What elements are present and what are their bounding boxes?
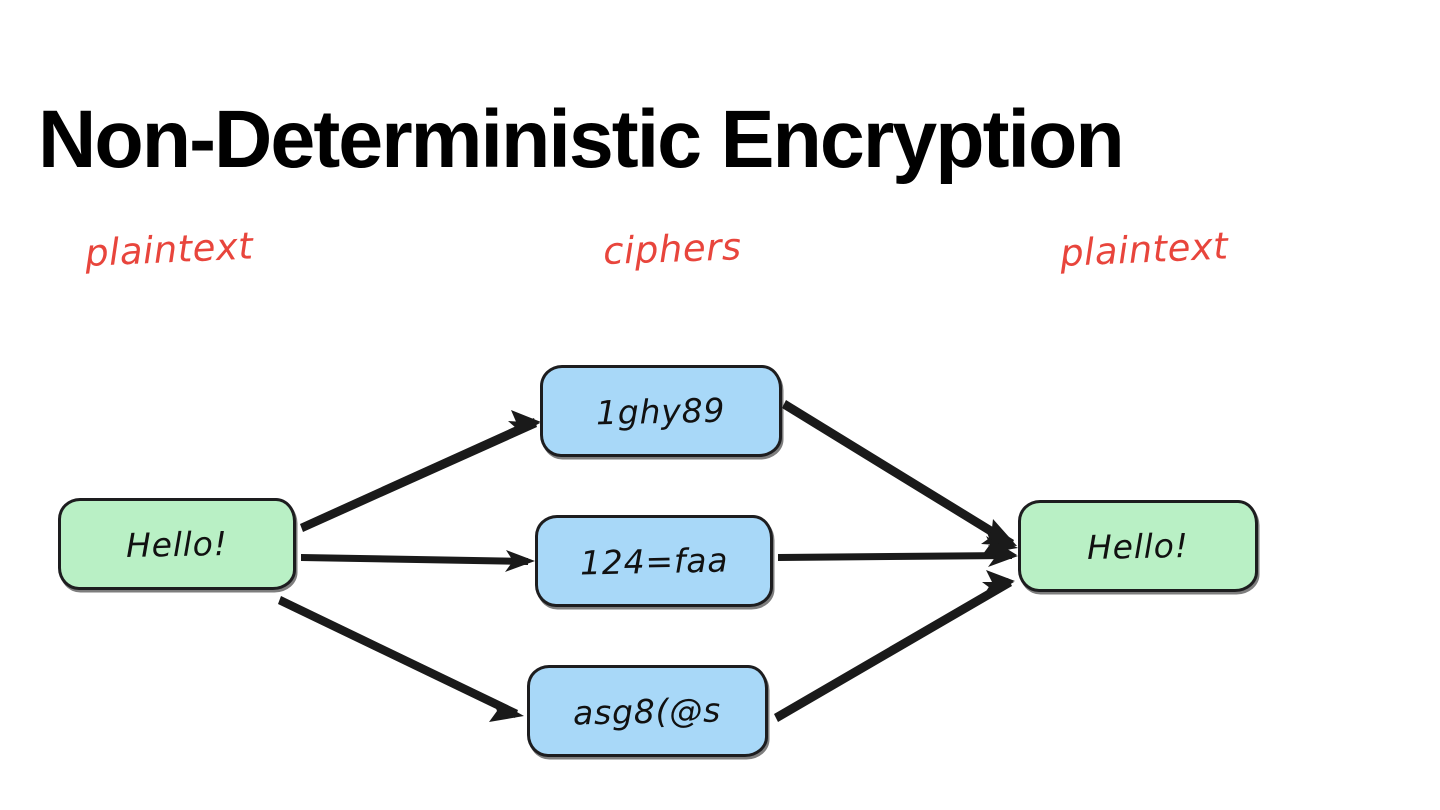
node-cipher-3[interactable]: asg8(@s xyxy=(527,665,768,757)
arrow-cipher-2-to-plaintext-out xyxy=(778,536,1018,567)
arrow-plaintext-to-cipher-1 xyxy=(300,410,541,532)
node-cipher-1-label: 1ghy89 xyxy=(596,390,726,432)
arrow-cipher-1-to-plaintext-out xyxy=(782,400,1018,554)
node-plaintext-output[interactable]: Hello! xyxy=(1018,500,1258,592)
node-plaintext-input[interactable]: Hello! xyxy=(58,498,296,590)
node-cipher-3-label: asg8(@s xyxy=(573,689,722,733)
node-plaintext-input-label: Hello! xyxy=(125,523,229,565)
arrow-plaintext-to-cipher-3 xyxy=(278,596,524,722)
arrow-cipher-3-to-plaintext-out xyxy=(774,570,1015,722)
column-label-plaintext-right: plaintext xyxy=(1059,224,1230,275)
node-cipher-2[interactable]: 124=faa xyxy=(535,515,773,607)
node-cipher-2-label: 124=faa xyxy=(579,539,729,583)
column-label-plaintext-left: plaintext xyxy=(84,224,255,275)
page-title: Non-Deterministic Encryption xyxy=(38,94,1125,185)
arrow-plaintext-to-cipher-2 xyxy=(301,550,535,572)
node-cipher-1[interactable]: 1ghy89 xyxy=(540,365,782,457)
column-label-ciphers: ciphers xyxy=(602,225,743,273)
node-plaintext-output-label: Hello! xyxy=(1086,525,1190,567)
